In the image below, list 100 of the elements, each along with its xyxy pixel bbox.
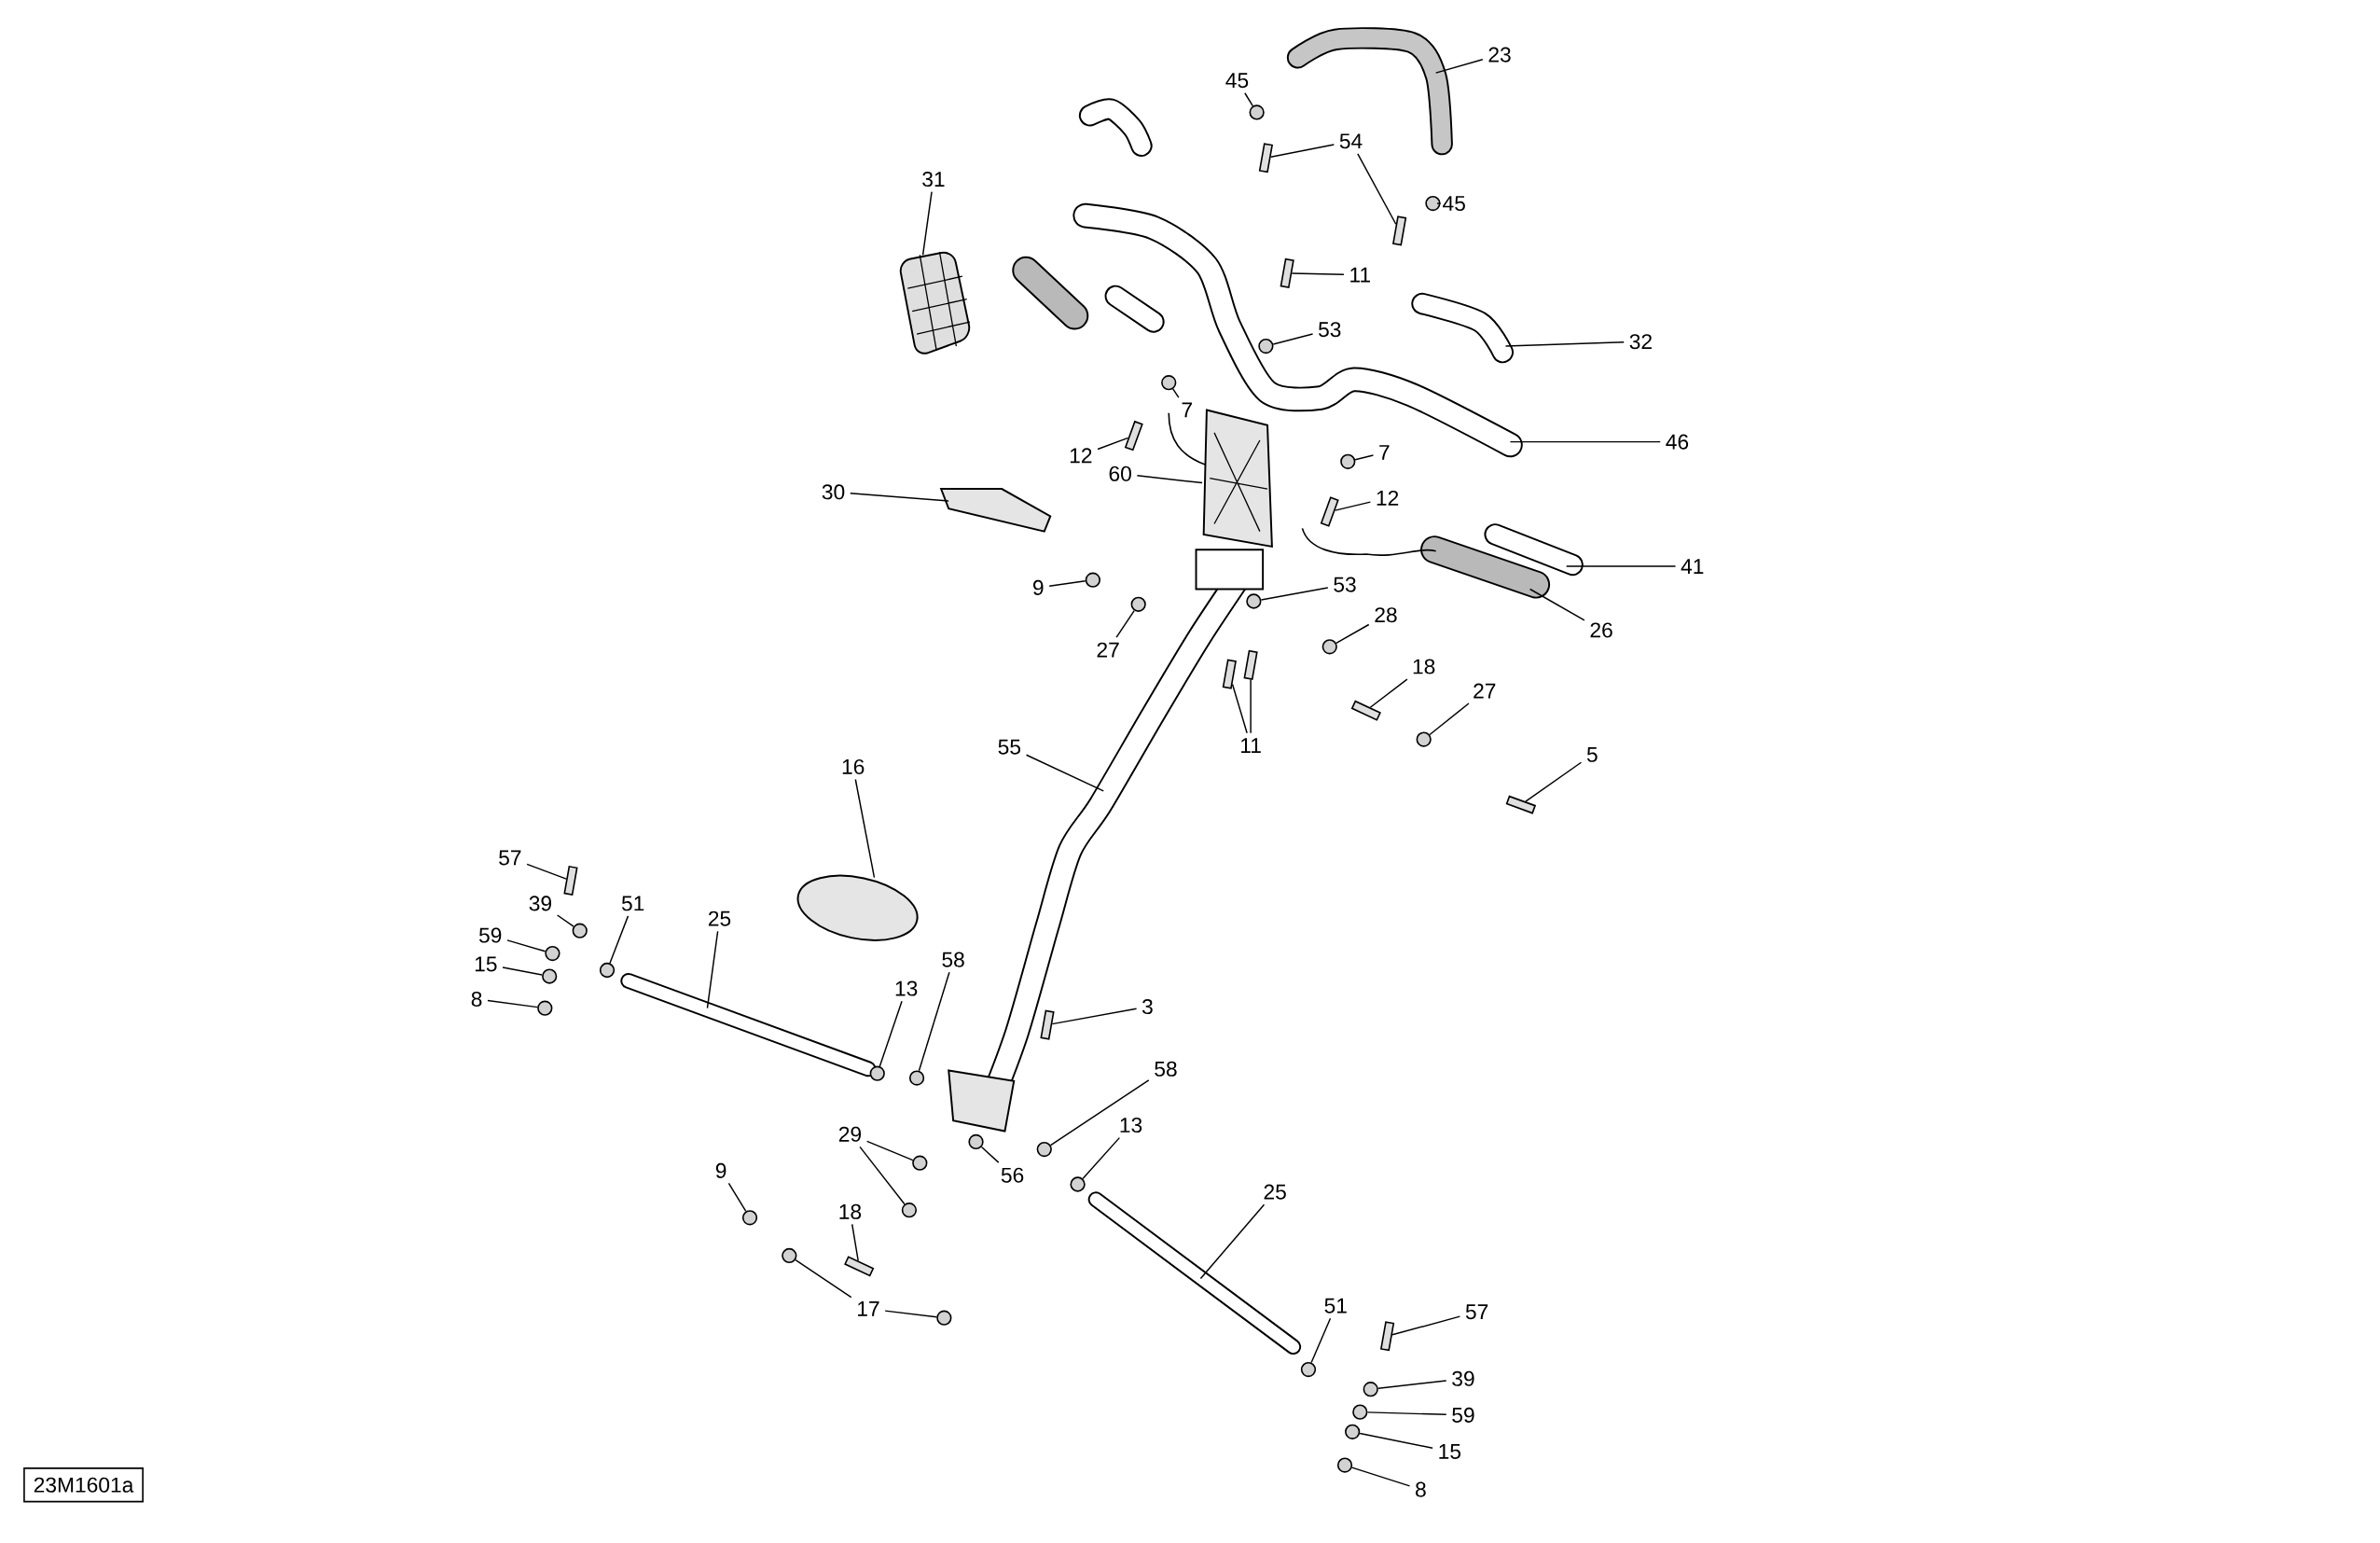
leader-line bbox=[1231, 683, 1248, 734]
nut bbox=[1340, 453, 1356, 470]
callout-number: 54 bbox=[1335, 129, 1368, 154]
callout-number: 27 bbox=[1468, 678, 1501, 703]
leader-line bbox=[879, 1000, 903, 1067]
callout-number: 41 bbox=[1676, 554, 1709, 578]
leader-line bbox=[850, 493, 949, 502]
callout-number: 8 bbox=[1410, 1477, 1432, 1502]
leader-line bbox=[1565, 565, 1677, 567]
leader-line bbox=[1529, 588, 1585, 621]
nut bbox=[901, 1202, 918, 1218]
leader-line bbox=[865, 1140, 914, 1161]
leader-line bbox=[1429, 702, 1470, 736]
callout-number: 59 bbox=[474, 923, 507, 948]
callout-number: 12 bbox=[1371, 486, 1404, 510]
leader-line bbox=[1391, 1315, 1461, 1336]
leader-line bbox=[1115, 610, 1135, 639]
leader-line bbox=[1082, 1137, 1121, 1180]
leader-line bbox=[727, 1182, 747, 1213]
callout-number: 53 bbox=[1328, 572, 1362, 597]
bolt bbox=[1222, 659, 1237, 689]
callout-number: 9 bbox=[710, 1159, 732, 1183]
callout-number: 27 bbox=[1091, 637, 1125, 662]
callout-number: 18 bbox=[833, 1200, 866, 1224]
callout-number: 17 bbox=[851, 1297, 885, 1321]
leader-line bbox=[1051, 1008, 1138, 1025]
leader-line bbox=[795, 1259, 852, 1299]
leader-line bbox=[1334, 501, 1372, 512]
nut bbox=[1345, 1424, 1361, 1440]
callout-number: 30 bbox=[817, 480, 851, 505]
leader-line bbox=[1025, 754, 1104, 792]
leader-line bbox=[851, 1223, 859, 1262]
callout-number: 53 bbox=[1313, 317, 1347, 342]
nut bbox=[1085, 572, 1100, 589]
bolt bbox=[1379, 1321, 1395, 1352]
callout-number: 18 bbox=[1407, 654, 1441, 679]
callout-number: 16 bbox=[837, 755, 870, 780]
callout-number: 3 bbox=[1137, 994, 1158, 1020]
leader-line bbox=[859, 1146, 906, 1205]
nut bbox=[542, 968, 558, 984]
leader-line bbox=[1377, 1380, 1447, 1390]
nut bbox=[1363, 1382, 1378, 1397]
nut bbox=[782, 1248, 797, 1264]
callout-number: 29 bbox=[833, 1122, 866, 1147]
leader-line bbox=[556, 914, 574, 927]
leader-line bbox=[1097, 437, 1129, 451]
callout-number: 7 bbox=[1176, 397, 1197, 423]
reference-code-box: 23M1601a bbox=[23, 1467, 144, 1503]
nut bbox=[1352, 1404, 1368, 1420]
leader-line bbox=[1525, 761, 1583, 802]
callout-number: 39 bbox=[1446, 1367, 1480, 1391]
nut bbox=[1130, 596, 1146, 613]
leader-line bbox=[1250, 679, 1252, 734]
leader-line bbox=[1272, 333, 1314, 345]
leader-line bbox=[1357, 153, 1397, 226]
leader-line bbox=[980, 1146, 1000, 1164]
leader-line bbox=[1434, 59, 1484, 75]
nut bbox=[545, 946, 560, 962]
bolt bbox=[1320, 496, 1339, 527]
callout-number: 55 bbox=[992, 735, 1026, 759]
callout-number: 57 bbox=[1460, 1300, 1494, 1325]
callout-number: 11 bbox=[1235, 733, 1266, 758]
leader-line bbox=[1199, 1203, 1266, 1280]
leader-line bbox=[1260, 587, 1329, 601]
leader-line bbox=[1354, 454, 1375, 461]
callout-number: 25 bbox=[1258, 1179, 1292, 1204]
callout-number: 57 bbox=[493, 845, 527, 870]
leader-line bbox=[1048, 580, 1086, 588]
leader-line bbox=[1136, 475, 1203, 484]
callout-number: 25 bbox=[702, 906, 737, 931]
leader-line bbox=[1351, 1467, 1411, 1487]
leader-line bbox=[1366, 1411, 1447, 1416]
callout-number: 12 bbox=[1064, 443, 1098, 468]
callout-number: 60 bbox=[1103, 462, 1137, 486]
nut bbox=[1321, 639, 1337, 655]
nut bbox=[1336, 1457, 1353, 1473]
leader-line bbox=[1310, 1317, 1332, 1364]
nut bbox=[869, 1065, 885, 1081]
leader-line bbox=[706, 930, 719, 1009]
nut bbox=[1258, 339, 1274, 354]
leader-line bbox=[1359, 1432, 1433, 1450]
callout-number: 28 bbox=[1369, 603, 1403, 628]
nut bbox=[968, 1134, 984, 1150]
callout-number: 13 bbox=[890, 976, 923, 1001]
leader-line bbox=[526, 863, 567, 881]
callout-number: 8 bbox=[465, 987, 488, 1012]
callout-number: 15 bbox=[1432, 1439, 1466, 1464]
bolt bbox=[1391, 215, 1407, 246]
leader-line bbox=[1049, 1079, 1150, 1147]
nut bbox=[1425, 196, 1441, 212]
leader-line bbox=[918, 971, 950, 1072]
leader-line bbox=[1172, 388, 1180, 398]
nut bbox=[572, 923, 588, 939]
leader-line bbox=[1335, 623, 1370, 645]
bolt bbox=[1280, 258, 1294, 289]
nut bbox=[537, 1000, 553, 1017]
callout-number: 26 bbox=[1584, 618, 1618, 643]
leader-line bbox=[1291, 272, 1345, 276]
nut bbox=[1246, 593, 1262, 609]
leader-line bbox=[1436, 202, 1442, 205]
